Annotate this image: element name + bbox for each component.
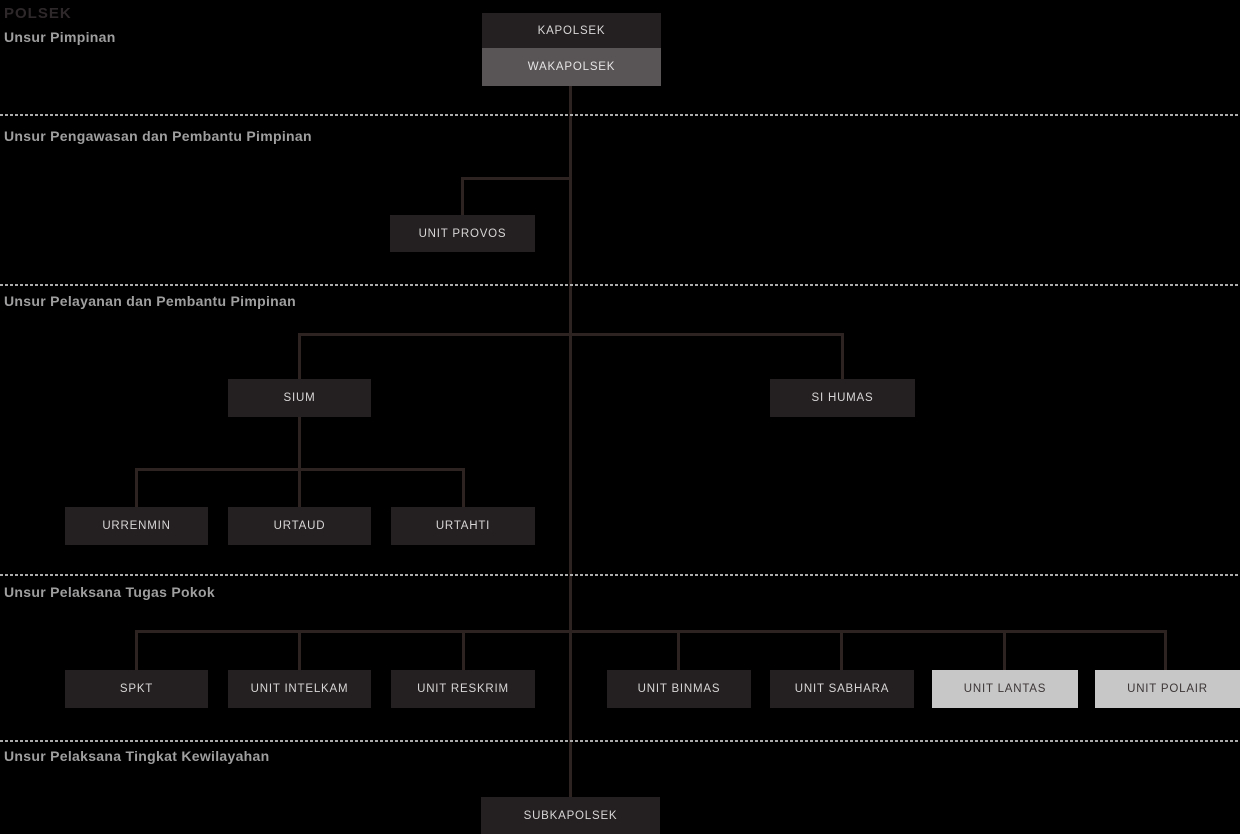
connector-binmas-drop <box>677 630 680 670</box>
connector-sium-down <box>298 417 301 468</box>
connector-reskrim-drop <box>462 630 465 670</box>
section-label-unsur-pelaksana-tugas: Unsur Pelaksana Tugas Pokok <box>4 584 215 600</box>
node-unit-polair: UNIT POLAIR <box>1095 670 1240 708</box>
section-divider <box>0 114 1240 116</box>
section-divider <box>0 574 1240 576</box>
connector-main-vertical <box>569 86 572 797</box>
connector-polair-drop <box>1164 630 1167 670</box>
connector-row3-horizontal <box>298 333 844 336</box>
connector-spkt-drop <box>135 630 138 670</box>
connector-urtaud-drop <box>298 468 301 507</box>
node-urrenmin: URRENMIN <box>65 507 208 545</box>
connector-row4-horizontal <box>135 630 1167 633</box>
node-unit-binmas: UNIT BINMAS <box>607 670 751 708</box>
node-unit-provos: UNIT PROVOS <box>390 215 535 252</box>
connector-urtahti-drop <box>462 468 465 507</box>
node-sium: SIUM <box>228 379 371 417</box>
connector-provos-horizontal <box>461 177 572 180</box>
page-title: POLSEK <box>4 5 72 22</box>
connector-lantas-drop <box>1003 630 1006 670</box>
node-unit-reskrim: UNIT RESKRIM <box>391 670 535 708</box>
node-unit-sabhara: UNIT SABHARA <box>770 670 914 708</box>
node-unit-lantas: UNIT LANTAS <box>932 670 1078 708</box>
node-si-humas: SI HUMAS <box>770 379 915 417</box>
section-divider <box>0 740 1240 742</box>
node-wakapolsek: WAKAPOLSEK <box>482 48 661 86</box>
node-unit-intelkam: UNIT INTELKAM <box>228 670 371 708</box>
section-label-unsur-pengawasan: Unsur Pengawasan dan Pembantu Pimpinan <box>4 128 312 144</box>
section-label-unsur-pimpinan: Unsur Pimpinan <box>4 29 116 45</box>
node-kapolsek: KAPOLSEK <box>482 13 661 48</box>
connector-intelkam-drop <box>298 630 301 670</box>
connector-sium-drop <box>298 333 301 379</box>
node-urtahti: URTAHTI <box>391 507 535 545</box>
connector-sihumas-drop <box>841 333 844 379</box>
node-urtaud: URTAUD <box>228 507 371 545</box>
connector-provos-drop <box>461 177 464 215</box>
section-label-unsur-kewilayahan: Unsur Pelaksana Tingkat Kewilayahan <box>4 748 270 764</box>
node-spkt: SPKT <box>65 670 208 708</box>
connector-urrenmin-drop <box>135 468 138 507</box>
node-subkapolsek: SUBKAPOLSEK <box>481 797 660 834</box>
section-divider <box>0 284 1240 286</box>
connector-sabhara-drop <box>840 630 843 670</box>
section-label-unsur-pelayanan: Unsur Pelayanan dan Pembantu Pimpinan <box>4 293 296 309</box>
